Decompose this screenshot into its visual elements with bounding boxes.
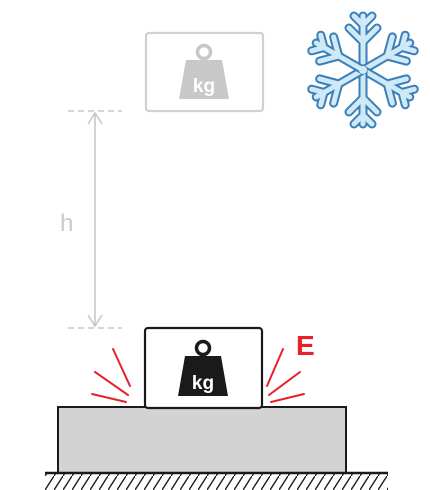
height-dimension (68, 110, 122, 329)
raised-weight: kg (144, 31, 265, 113)
kg-weight-icon: kg (178, 339, 228, 396)
impact-lines-right (266, 348, 305, 403)
height-label: h (60, 210, 74, 237)
weight-unit-label-top: kg (193, 76, 215, 97)
impact-lines-left (91, 348, 131, 403)
energy-label: E (296, 330, 315, 361)
landed-weight: kg (143, 326, 264, 410)
ground (45, 471, 388, 490)
base-block (57, 406, 347, 474)
snowflake-icon (307, 11, 419, 129)
kg-weight-icon: kg (179, 43, 229, 99)
weight-unit-label-bottom: kg (192, 373, 214, 394)
